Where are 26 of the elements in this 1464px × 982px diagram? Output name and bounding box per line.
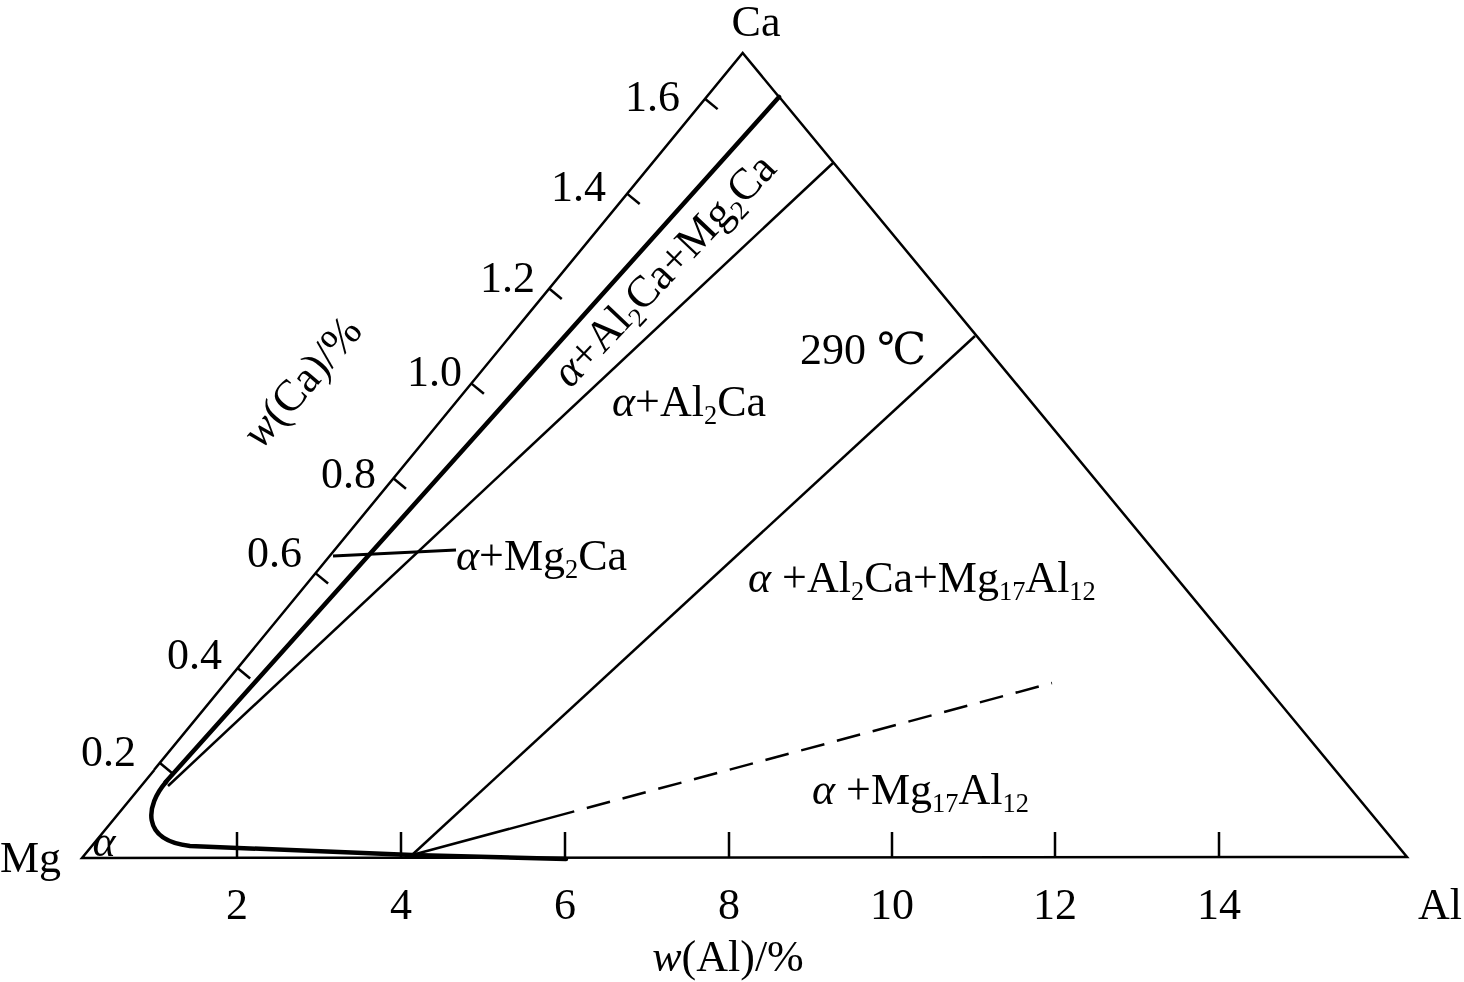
leader-line [332, 548, 457, 558]
tick-label: 10 [870, 883, 914, 927]
tick-label: 2 [226, 883, 248, 927]
tick-label: 8 [718, 883, 740, 927]
temperature-label: 290 ℃ [800, 328, 927, 372]
vertex-label: Ca [731, 0, 781, 44]
tick-label: 1.4 [551, 165, 606, 209]
tick-label: 4 [390, 883, 412, 927]
tick-label: 1.2 [480, 256, 535, 300]
phase-label: α +Al$_{2}$Ca+Mg$_{17}$Al$_{12}$ [748, 556, 1096, 600]
axis-title: w(Al)/% [652, 935, 804, 979]
tick-label: 0.2 [81, 730, 136, 774]
tick-label: 1.6 [625, 75, 680, 119]
tick-label: 0.6 [247, 531, 302, 575]
phase-label: α +Mg$_{17}$Al$_{12}$ [812, 768, 1029, 812]
tick-label: 6 [554, 883, 576, 927]
tick-label: 14 [1197, 883, 1241, 927]
tick-label: 12 [1033, 883, 1077, 927]
tick-label: 0.4 [167, 633, 222, 677]
vertex-label: Mg [0, 836, 62, 880]
vertex-label: Al [1418, 883, 1462, 927]
phase-label: α+Mg$_{2}$Ca [456, 534, 628, 578]
phase-field-band [151, 50, 783, 785]
phase-label: α+Al$_{2}$Ca [612, 380, 767, 424]
tick-label: 1.0 [407, 350, 462, 394]
tick-label: 0.8 [321, 452, 376, 496]
